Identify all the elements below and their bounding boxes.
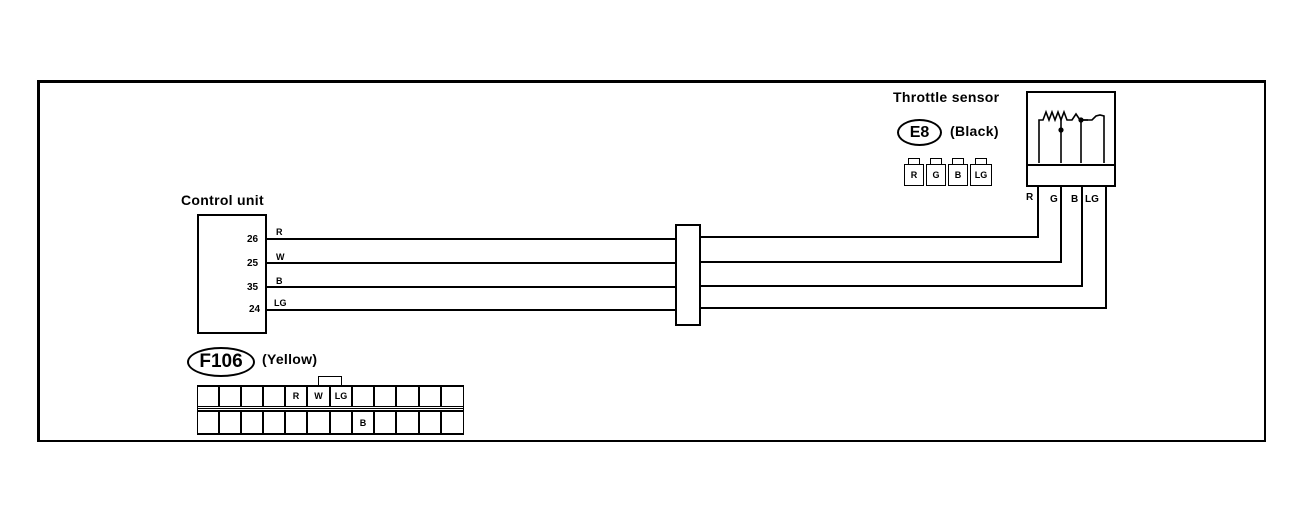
sensor-terminal-b: B [1071,194,1079,205]
connector-color-f106: (Yellow) [262,351,318,367]
riser-b [1081,187,1083,287]
pin-24: 24 [249,304,261,315]
connector-id-e8: E8 [897,119,942,146]
riser-r [1037,187,1039,238]
f106-connector-face [197,385,464,435]
potentiometer-icon [1038,109,1105,163]
wire-label-r: R [276,227,283,237]
f106-cell [374,386,396,407]
f106-cell [285,411,307,434]
throttle-sensor-body [1026,91,1116,187]
wire-label-lg: LG [274,298,287,308]
e8-cell: R [904,164,924,186]
wire-label-w: W [276,252,285,262]
wire-lg-right [701,307,1107,309]
e8-cell: B [948,164,968,186]
f106-cell [263,386,285,407]
wire-g-right [701,261,1062,263]
f106-cell [330,411,352,434]
wire-w [266,262,677,264]
wire-lg [266,309,677,311]
e8-cell: LG [970,164,992,186]
f106-cell [197,386,219,407]
f106-cell [263,411,285,434]
f106-cell [441,411,464,434]
e8-latch [952,158,964,165]
sensor-terminal-lg: LG [1085,194,1099,205]
junction-connector [675,224,701,326]
f106-cell [396,386,419,407]
e8-latch [908,158,920,165]
riser-lg [1105,187,1107,309]
wire-r [266,238,677,240]
sensor-terminal-g: G [1050,194,1058,205]
f106-cell-w: W [307,386,330,407]
riser-g [1060,187,1062,263]
diagram-frame [37,80,1266,442]
connector-id-f106: F106 [187,347,255,377]
f106-cell [219,411,241,434]
pin-25: 25 [247,258,259,269]
wire-r-right [701,236,1039,238]
f106-cell [219,386,241,407]
f106-cell [352,386,374,407]
pin-35: 35 [247,282,259,293]
sensor-terminal-r: R [1026,192,1034,203]
f106-cell [441,386,464,407]
f106-cell [374,411,396,434]
control-unit-title: Control unit [181,192,264,208]
f106-cell [396,411,419,434]
pin-26: 26 [247,234,259,245]
f106-cell-r: R [285,386,307,407]
f106-cell [241,386,263,407]
wire-b-right [701,285,1083,287]
wire-b [266,286,677,288]
f106-cell-lg: LG [330,386,352,407]
f106-cell [419,411,441,434]
wire-label-b: B [276,276,283,286]
sensor-terminal-divider [1028,164,1114,166]
e8-latch [975,158,987,165]
f106-cell [307,411,330,434]
control-unit-box [197,214,267,334]
e8-latch [930,158,942,165]
throttle-sensor-title: Throttle sensor [893,89,1000,105]
f106-cell [197,411,219,434]
e8-cell: G [926,164,946,186]
f106-cell [241,411,263,434]
f106-row-divider [198,408,463,411]
f106-latch [318,376,342,386]
connector-color-e8: (Black) [950,123,999,139]
f106-cell [419,386,441,407]
f106-cell-b: B [352,411,374,434]
